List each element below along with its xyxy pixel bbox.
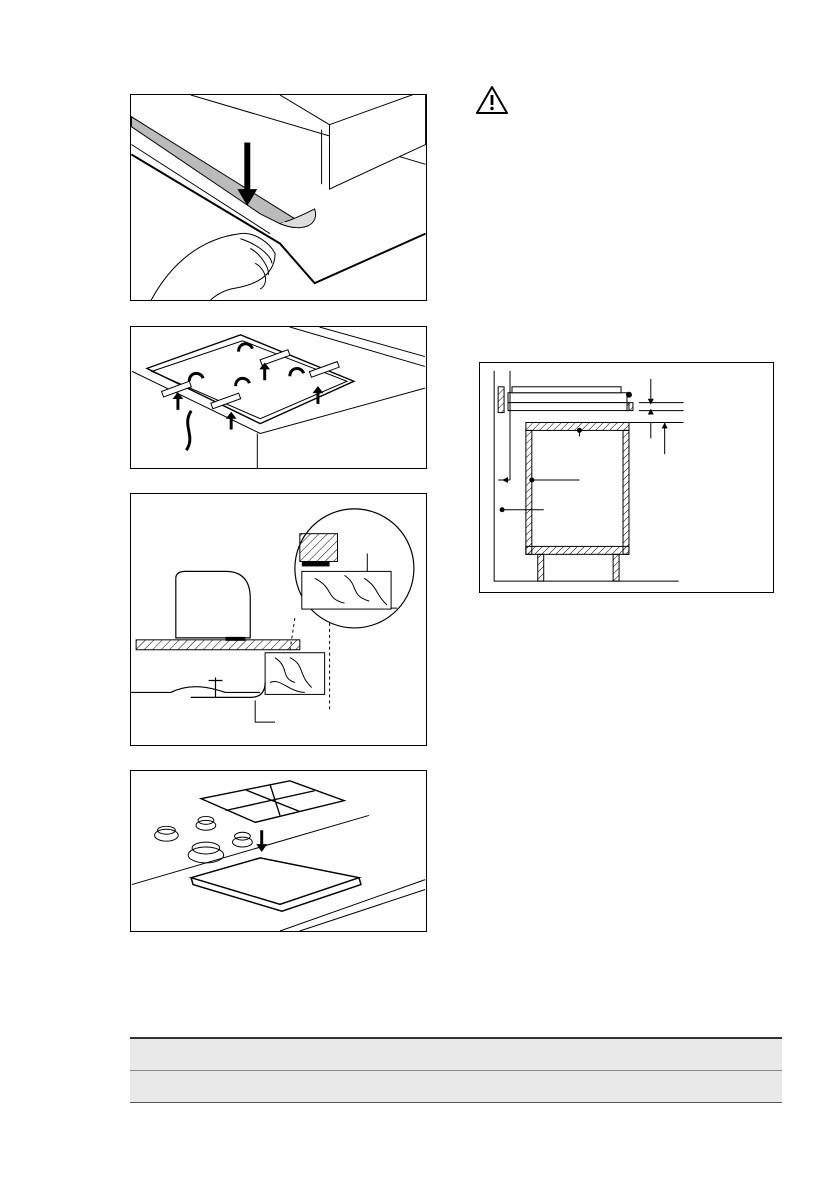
figure-brackets [130, 326, 427, 469]
table-row [130, 1071, 782, 1103]
table-row [130, 1038, 782, 1071]
figure-seal-strip [130, 94, 427, 301]
figure-panel-placement [130, 770, 427, 932]
figure-burner-section [130, 493, 427, 746]
warning-triangle-icon [474, 84, 510, 116]
data-table [130, 1037, 782, 1103]
table-cell [130, 1071, 782, 1103]
table-cell [130, 1038, 782, 1071]
figure-cabinet-dimensions [479, 362, 774, 593]
